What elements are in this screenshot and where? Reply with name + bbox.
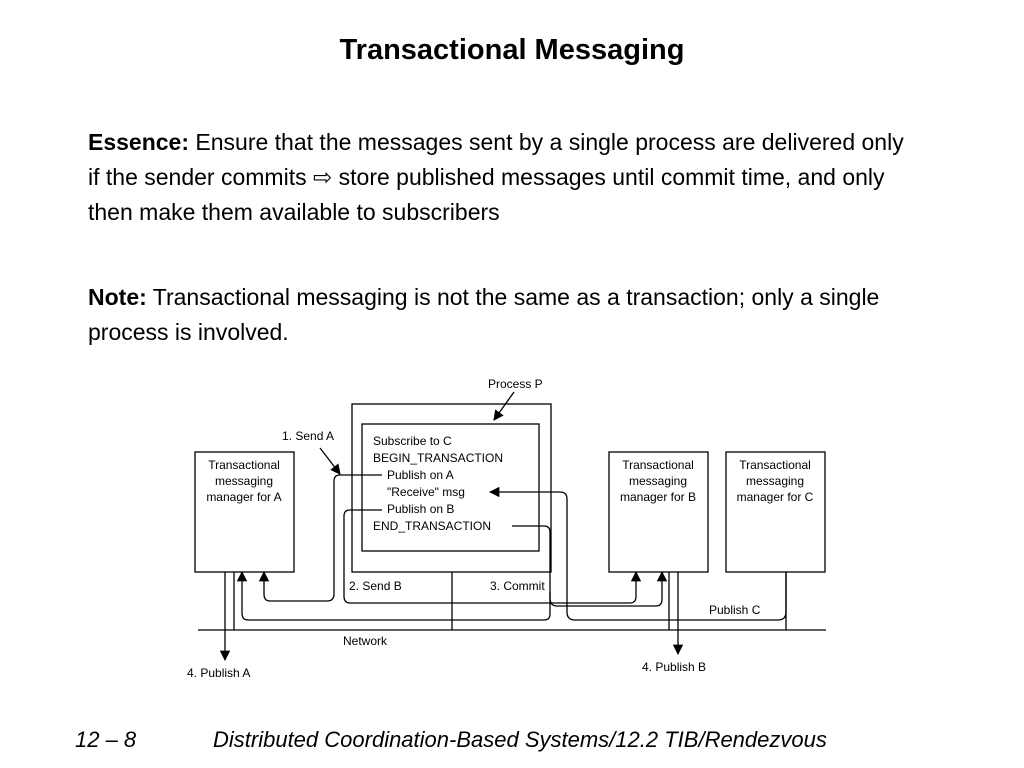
manager-c-box [725,451,826,573]
note-label: Note: [88,284,147,310]
manager-a-label: Transactional messaging manager for A [206,458,281,504]
send-b-label: 2. Send B [349,579,402,593]
send-a-label: 1. Send A [282,429,334,443]
essence-paragraph: Essence: Ensure that the messages sent b… [88,125,918,230]
commit-route-a [236,570,551,621]
footer-source: Distributed Coordination-Based Systems/1… [213,727,827,752]
process-pointer-arrow [493,391,515,421]
note-text: Transactional messaging is not the same … [88,284,880,345]
svg-text:messaging: messaging [629,474,687,488]
send-a-pointer-arrow [319,447,341,475]
publish-c-route [488,486,787,621]
code-line-publish-a: Publish on A [387,468,454,482]
svg-text:Transactional: Transactional [622,458,694,472]
essence-text-2: store published messages until commit ti… [88,164,885,225]
code-line-publish-b: Publish on B [387,502,454,516]
manager-b-label: Transactional messaging manager for B [620,458,696,504]
manager-c-label: Transactional messaging manager for C [737,458,814,504]
svg-text:manager for A: manager for A [206,490,281,504]
process-code-box [361,423,540,552]
svg-text:messaging: messaging [746,474,804,488]
svg-text:manager for B: manager for B [620,490,696,504]
essence-label: Essence: [88,129,190,155]
process-p-box [351,403,552,573]
right-arrow-icon: ⇨ [312,164,333,190]
code-line-receive: "Receive" msg [387,485,465,499]
process-p-label: Process P [488,377,543,391]
code-line-subscribe: Subscribe to C [373,434,452,448]
send-a-route [258,474,382,602]
essence-text-1: Ensure that the messages sent by a singl… [88,129,904,190]
publish-a-label: 4. Publish A [187,666,250,680]
process-code: Subscribe to C BEGIN_TRANSACTION Publish… [373,434,503,533]
publish-c-label: Publish C [709,603,761,617]
code-line-begin: BEGIN_TRANSACTION [373,451,503,465]
publish-b-label: 4. Publish B [642,660,706,674]
commit-label: 3. Commit [490,579,545,593]
svg-text:manager for C: manager for C [737,490,814,504]
commit-route [512,525,668,607]
code-line-end: END_TRANSACTION [373,519,491,533]
send-b-route [343,509,642,604]
note-paragraph: Note: Transactional messaging is not the… [88,280,918,350]
svg-text:messaging: messaging [215,474,273,488]
svg-text:Transactional: Transactional [739,458,811,472]
slide-title: Transactional Messaging [339,34,685,66]
network-label: Network [343,634,388,648]
svg-text:Transactional: Transactional [208,458,280,472]
footer-page-number: 12 – 8 [75,727,137,752]
